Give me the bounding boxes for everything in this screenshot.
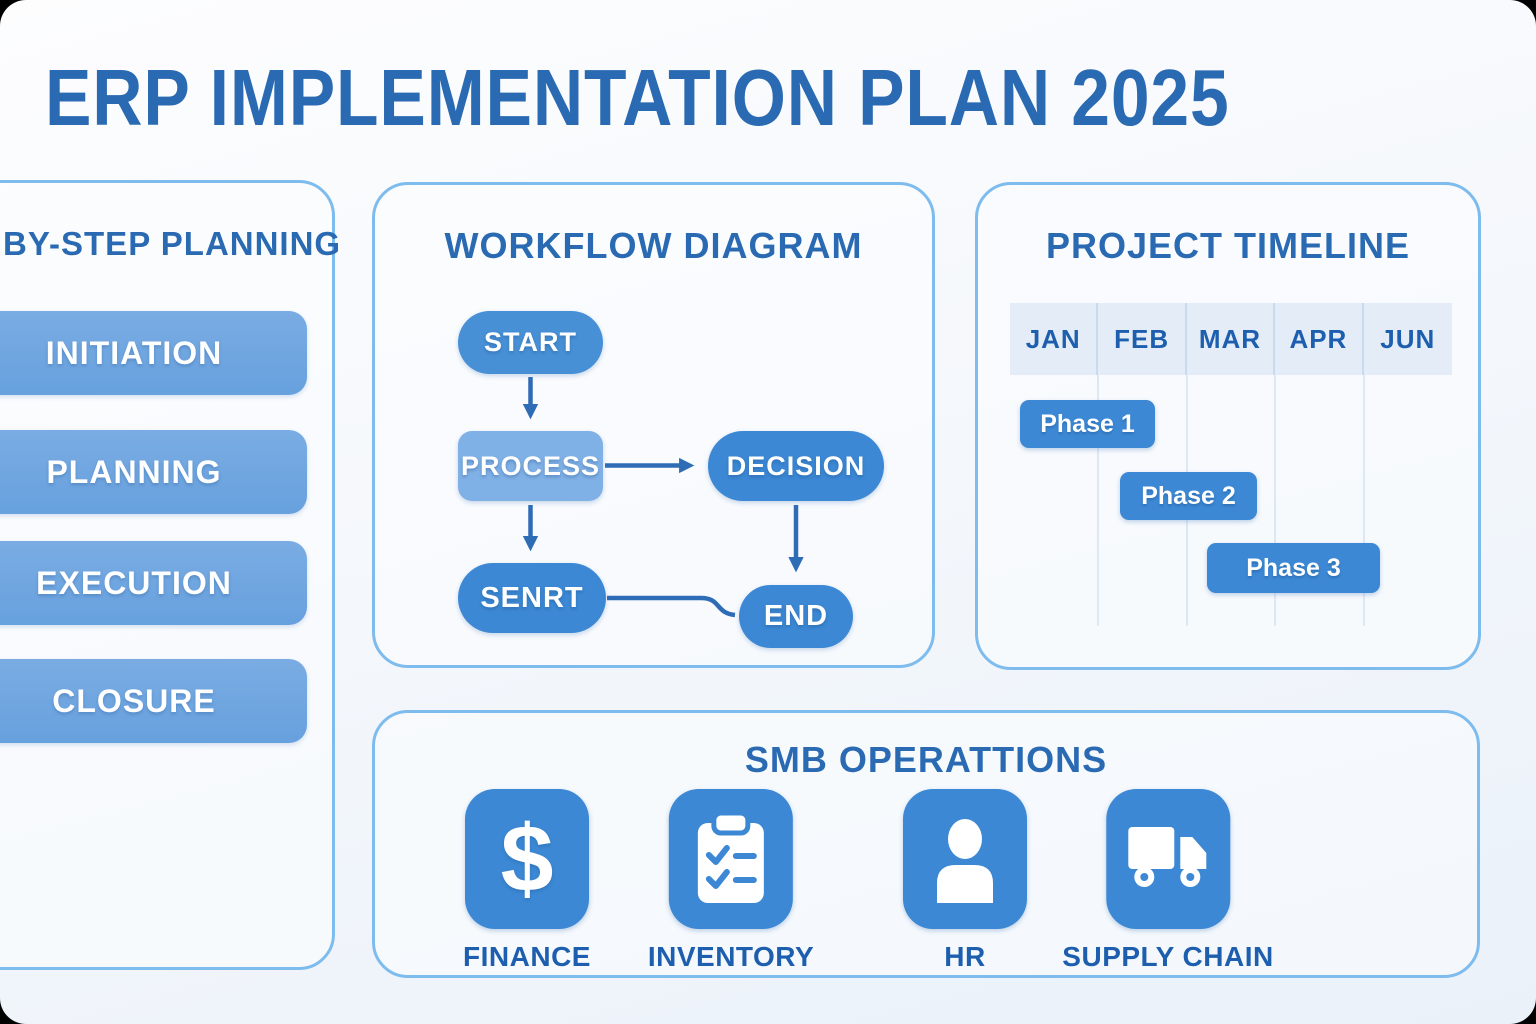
step-button-planning[interactable]: PLANNING (0, 430, 307, 514)
month-label-feb: FEB (1098, 303, 1187, 375)
month-label-apr: APR (1275, 303, 1364, 375)
month-label-mar: MAR (1187, 303, 1276, 375)
gantt-month-header: JAN FEB MAR APR JUN (1010, 303, 1452, 375)
supply-chain-label: SUPPLY CHAIN (1062, 941, 1274, 972)
operation-item-finance: $ FINANCE (463, 789, 591, 973)
gantt-bar-phase-3[interactable]: Phase 3 (1207, 543, 1380, 593)
finance-label: FINANCE (463, 941, 591, 972)
step-button-closure[interactable]: CLOSURE (0, 659, 307, 743)
inventory-label: INVENTORY (647, 941, 815, 972)
inventory-tile[interactable] (669, 789, 793, 929)
workflow-node-process[interactable]: PROCESS (458, 431, 603, 501)
operation-item-supply-chain: SUPPLY CHAIN (1062, 789, 1273, 973)
finance-tile[interactable]: $ (464, 789, 589, 929)
operations-panel-title: SMB OPERATTIONS (744, 739, 1108, 780)
workflow-node-sent[interactable]: SENRT (458, 563, 606, 633)
workflow-panel-title: WORKFLOW DIAGRAM (444, 225, 863, 266)
gantt-chart: JAN FEB MAR APR JUN Phase 1 Phase 2 Phas… (1010, 303, 1452, 626)
workflow-node-decision[interactable]: DECISION (708, 431, 884, 501)
dollar-icon: $ (500, 805, 554, 912)
gantt-bar-phase-1[interactable]: Phase 1 (1020, 400, 1155, 448)
operation-item-inventory: INVENTORY (648, 789, 814, 973)
person-icon (937, 819, 993, 903)
step-button-execution[interactable]: EXECUTION (0, 541, 307, 625)
connector-sent-to-end (607, 595, 736, 618)
month-label-jan: JAN (1010, 303, 1099, 375)
step-button-initiation[interactable]: INITIATION (0, 311, 307, 395)
operations-panel: SMB OPERATTIONS $ FINANCE INVENTORY (372, 710, 1480, 978)
planning-panel: BY-STEP PLANNING INITIATION PLANNING EXE… (0, 180, 340, 970)
gantt-gridline (1097, 375, 1099, 626)
month-label-jun: JUN (1380, 323, 1436, 354)
supply-chain-tile[interactable] (1106, 789, 1230, 929)
gantt-gridline (1274, 375, 1276, 626)
gantt-gridline (1363, 375, 1365, 626)
workflow-panel: WORKFLOW DIAGRAM START PROCESS DECISION … (372, 182, 935, 668)
planning-panel-title: BY-STEP PLANNING (3, 225, 342, 262)
gantt-bar-phase-2[interactable]: Phase 2 (1120, 472, 1257, 520)
timeline-panel: PROJECT TIMELINE JAN FEB MAR APR JUN Pha… (975, 182, 1481, 670)
page-title: ERP IMPLEMENTATION PLAN 2025 (45, 53, 1230, 142)
timeline-panel-title: PROJECT TIMELINE (1045, 225, 1411, 266)
clipboard-checklist-icon (698, 811, 764, 903)
hr-tile[interactable] (903, 789, 1027, 929)
workflow-node-end[interactable]: END (739, 585, 853, 648)
hr-label: HR (944, 941, 986, 972)
workflow-node-start[interactable]: START (458, 311, 603, 374)
operation-item-hr: HR (903, 789, 1027, 973)
truck-icon (1128, 827, 1206, 887)
